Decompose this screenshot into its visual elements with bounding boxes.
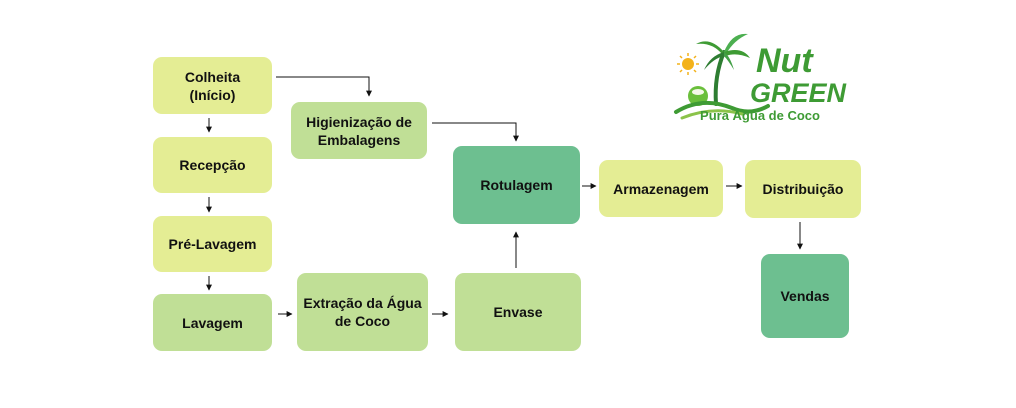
node-recepcao: Recepção xyxy=(153,137,272,193)
node-distribuicao: Distribuição xyxy=(745,160,861,218)
node-armazenagem: Armazenagem xyxy=(599,160,723,217)
node-vendas-label: Vendas xyxy=(780,288,830,304)
logo-tagline: Pura Água de Coco xyxy=(700,108,820,123)
node-pre-lavagem: Pré-Lavagem xyxy=(153,216,272,272)
node-higienizacao-label: Higienização de Embalagens xyxy=(306,113,412,148)
node-extracao: Extração da Água de Coco xyxy=(297,273,428,351)
node-lavagem: Lavagem xyxy=(153,294,272,351)
node-distribuicao-label: Distribuição xyxy=(762,181,844,197)
node-rotulagem: Rotulagem xyxy=(453,146,580,224)
node-recepcao-label: Recepção xyxy=(179,157,246,173)
node-envase: Envase xyxy=(455,273,581,351)
node-extracao-label: Extração da Água de Coco xyxy=(303,295,422,329)
brand-line-1: Nut xyxy=(756,42,814,80)
node-envase-label: Envase xyxy=(493,304,543,320)
node-higienizacao: Higienização de Embalagens xyxy=(291,102,427,159)
node-pre-lavagem-label: Pré-Lavagem xyxy=(168,236,257,252)
node-armazenagem-label: Armazenagem xyxy=(613,180,709,197)
palm-tree-coconut-icon xyxy=(674,33,770,120)
node-vendas: Vendas xyxy=(761,254,849,338)
arrow-colheita-higienizacao xyxy=(276,76,372,97)
node-colheita: Colheita (Início) xyxy=(153,57,272,114)
brand-line-2: GREEN xyxy=(750,78,847,108)
node-lavagem-label: Lavagem xyxy=(182,314,243,331)
arrow-higienizacao-rotulagem xyxy=(432,122,519,142)
node-rotulagem-label: Rotulagem xyxy=(480,177,553,193)
sun-icon xyxy=(677,53,699,75)
node-colheita-label: Colheita (Início) xyxy=(184,68,241,103)
nut-green-logo: Nut GREEN xyxy=(674,33,847,120)
